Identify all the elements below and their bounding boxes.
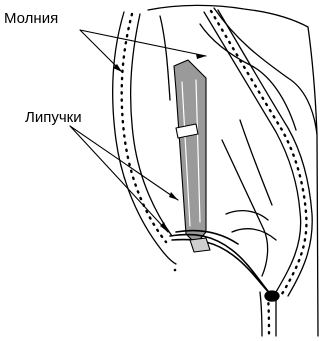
lower-zipper-dots [268,296,269,336]
velcro-leader-lines [70,126,178,232]
velcro-leader-arrows [160,192,178,232]
left-front-edge [113,12,176,264]
zipper-label: Молния [4,11,58,26]
strap-knot [265,291,279,301]
right-front-edge [204,10,312,296]
lower-buckle [190,238,210,252]
left-zipper-dots [122,14,166,242]
stray-dot [174,269,177,272]
velcro-label: Липучки [25,110,82,125]
right-zipper-dots [211,11,306,294]
velcro-binding [170,231,274,299]
